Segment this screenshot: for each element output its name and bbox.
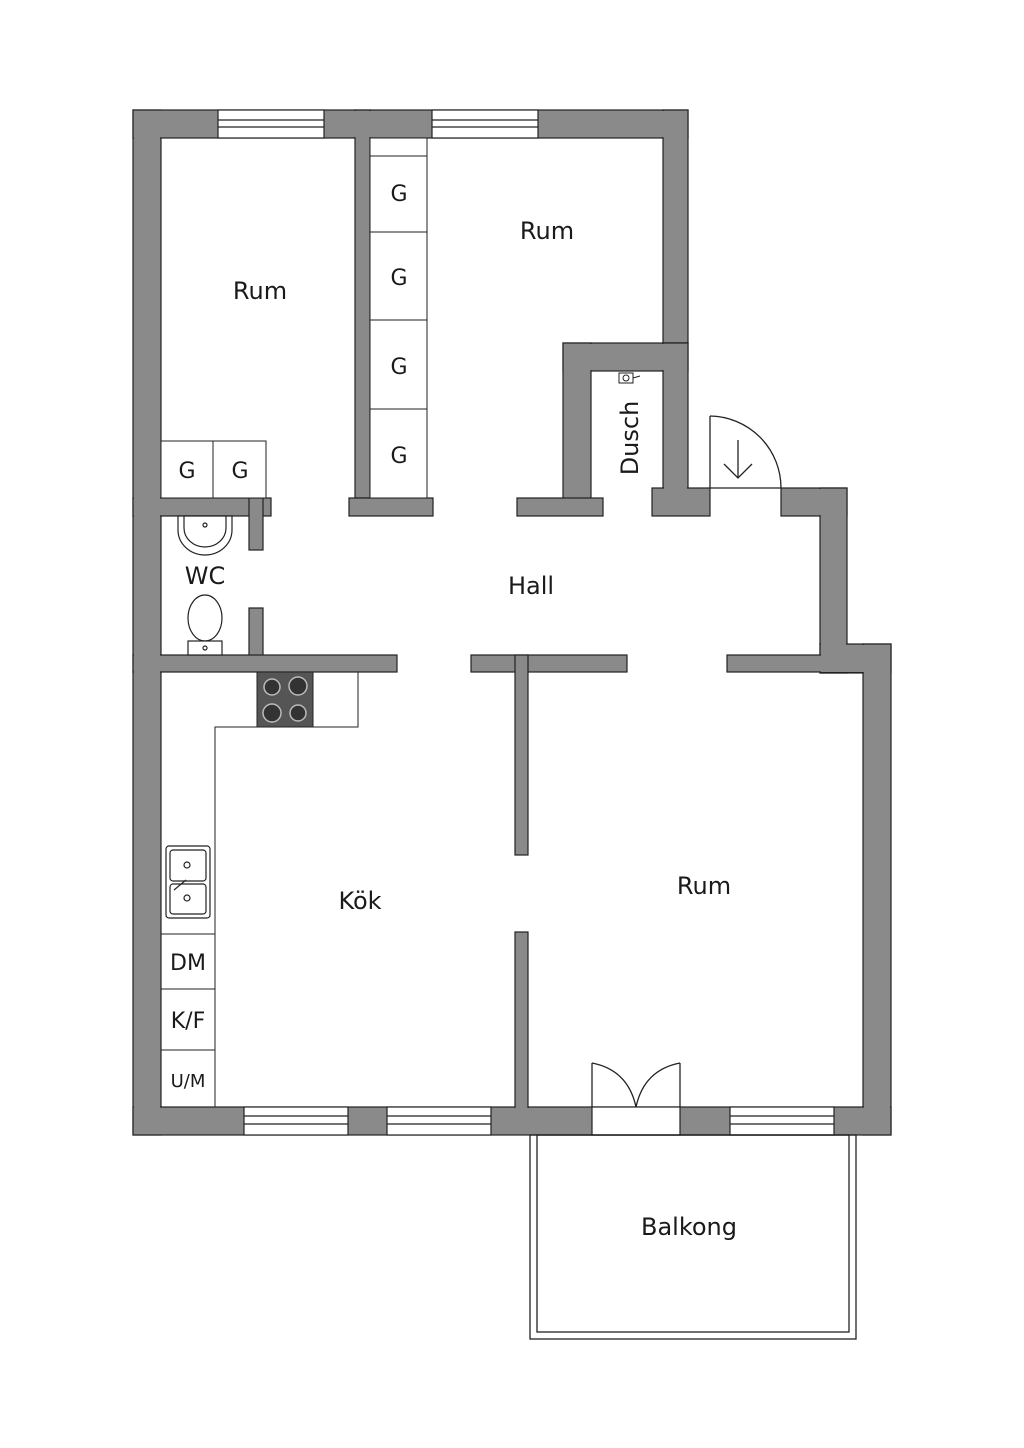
closet-label: G — [390, 444, 407, 469]
window-rum-bottom — [729, 1106, 835, 1136]
window-kitchen-2 — [386, 1106, 492, 1136]
window-kitchen-1 — [243, 1106, 349, 1136]
wall-divider-kitchen-lower — [514, 931, 529, 1123]
closet-label: G — [231, 459, 248, 484]
wall-divider-kitchen-upper — [514, 654, 529, 856]
sink-icon — [165, 845, 211, 919]
labels: Rum Rum Hall WC Kök Rum Balkong Dusch G … — [170, 182, 737, 1241]
label-balkong: Balkong — [641, 1213, 737, 1241]
windows — [217, 109, 835, 1136]
closet-label: G — [390, 355, 407, 380]
walls — [132, 109, 892, 1136]
wall-joins — [134, 111, 890, 1134]
entrance-arrow-icon — [723, 440, 753, 479]
balcony — [529, 1134, 857, 1340]
closet-label: G — [390, 266, 407, 291]
entrance-door[interactable] — [709, 415, 782, 489]
washbasin-icon — [177, 515, 233, 556]
label-dishwasher: DM — [170, 951, 206, 976]
label-hall: Hall — [508, 572, 554, 600]
toilet-icon — [187, 594, 223, 656]
window-top-right — [431, 109, 539, 139]
label-wc: WC — [185, 562, 226, 590]
closet-label: G — [178, 459, 195, 484]
wall-under-rum2 — [516, 497, 604, 517]
label-fridge-freezer: K/F — [171, 1009, 206, 1034]
closet-label: G — [390, 182, 407, 207]
label-rum-bottom-right: Rum — [677, 872, 731, 900]
balcony-door[interactable] — [591, 1062, 681, 1108]
label-oven: U/M — [171, 1071, 206, 1092]
label-dusch: Dusch — [616, 401, 644, 476]
label-kok: Kök — [338, 887, 381, 915]
shower-icon — [618, 372, 641, 384]
label-rum-top-right: Rum — [520, 217, 574, 245]
wall-hall-mid — [470, 654, 628, 673]
label-rum-top-left: Rum — [233, 277, 287, 305]
wall-above-kitchen — [132, 654, 398, 673]
wall-under-closets — [348, 497, 434, 517]
wall-divider-top — [354, 109, 371, 499]
closets-column — [369, 137, 428, 499]
wall-wc-right-upper — [248, 497, 264, 551]
window-top-left — [217, 109, 325, 139]
closets-row — [160, 440, 267, 499]
stove-icon — [256, 671, 314, 728]
balcony-door-opening — [591, 1106, 681, 1136]
